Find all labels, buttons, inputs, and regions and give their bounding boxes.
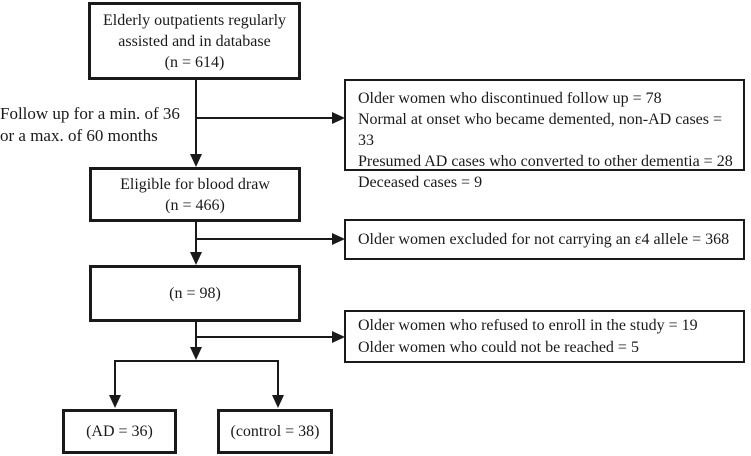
box-exclusion-allele: Older women excluded for not carrying an…	[344, 219, 745, 260]
arrowhead-right-exclusion3-icon	[332, 331, 345, 343]
follow-up-note-line1: Follow up for a min. of 36	[0, 104, 180, 123]
arrowhead-right-exclusion1-icon	[332, 112, 345, 124]
box-n98: (n = 98)	[89, 265, 301, 322]
follow-up-note-line2: or a max. of 60 months	[0, 126, 158, 145]
arrowhead-down-eligible-icon	[190, 154, 202, 167]
box-elderly-outpatients: Elderly outpatients regularly assisted a…	[88, 2, 301, 80]
connector-n98-to-split	[195, 322, 197, 347]
exclusion1-line2: Normal at onset who became demented, non…	[358, 111, 723, 149]
box-elderly-outpatients-line2: assisted and in database	[118, 33, 271, 50]
box-elderly-outpatients-count: (n = 614)	[164, 54, 225, 71]
connector-split-bar	[114, 360, 279, 362]
connector-split-to-control	[277, 360, 279, 395]
connector-eligible-to-n98	[195, 222, 197, 252]
arrowhead-down-n98-icon	[190, 252, 202, 265]
box-exclusion-enrollment: Older women who refused to enroll in the…	[344, 310, 745, 363]
box-exclusion-followup: Older women who discontinued follow up =…	[344, 79, 745, 191]
connector-branch-exclusion3	[196, 336, 333, 338]
box-n98-label: (n = 98)	[169, 285, 221, 302]
exclusion3-line1: Older women who refused to enroll in the…	[358, 316, 698, 334]
box-control-group: (control = 38)	[217, 409, 333, 454]
box-eligible-line1: Eligible for blood draw	[120, 176, 270, 193]
exclusion1-line4: Deceased cases = 9	[358, 174, 483, 191]
arrowhead-down-control-icon	[272, 395, 284, 408]
connector-branch-exclusion2	[196, 238, 333, 240]
box-eligible-blood-draw: Eligible for blood draw (n = 466)	[89, 167, 301, 222]
exclusion2-line1: Older women excluded for not carrying an…	[358, 231, 730, 248]
exclusion1-line3: Presumed AD cases who converted to other…	[358, 153, 733, 170]
box-elderly-outpatients-line1: Elderly outpatients regularly	[102, 12, 287, 29]
arrowhead-down-split-icon	[190, 347, 202, 360]
follow-up-note: Follow up for a min. of 36 or a max. of …	[0, 103, 185, 147]
connector-split-to-ad	[114, 360, 116, 395]
exclusion1-line1: Older women who discontinued follow up =…	[358, 90, 662, 107]
arrowhead-right-exclusion2-icon	[332, 233, 345, 245]
box-ad-group: (AD = 36)	[62, 409, 177, 454]
connector-branch-exclusion1	[196, 117, 333, 119]
box-control-label: (control = 38)	[230, 423, 320, 440]
box-ad-label: (AD = 36)	[86, 423, 153, 440]
exclusion3-line2: Older women who could not be reached = 5	[358, 338, 639, 356]
arrowhead-down-ad-icon	[109, 395, 121, 408]
box-eligible-count: (n = 466)	[165, 197, 225, 214]
